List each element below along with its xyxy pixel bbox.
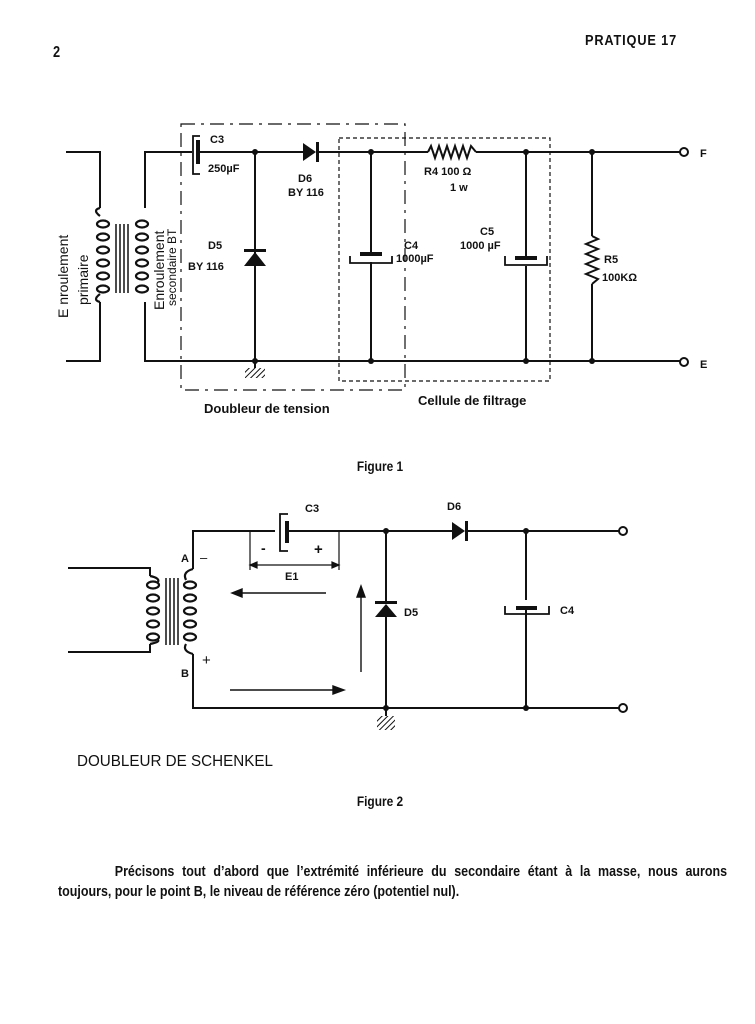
c3-name: C3 <box>210 134 224 146</box>
figure-2-c4-label: C4 <box>560 605 575 617</box>
current-arrows <box>230 583 366 695</box>
resistor-r4-icon <box>427 142 477 162</box>
secondary-winding-label-2: secondaire BT <box>165 228 179 306</box>
terminal-f-icon <box>679 147 689 157</box>
resistor-r5-icon <box>583 235 601 285</box>
terminal-e-label: E <box>700 359 707 371</box>
figure-2-d6-label: D6 <box>447 501 461 513</box>
primary-winding-label-2: primaire <box>75 254 91 305</box>
c3-minus-sign: - <box>261 540 266 556</box>
r4-label: R4 100 Ω <box>424 166 472 178</box>
diode-d5-icon <box>244 249 266 266</box>
figure-1-caption: Figure 1 <box>356 458 404 474</box>
filter-block-label: Cellule de filtrage <box>418 393 526 408</box>
r5-name: R5 <box>604 254 618 266</box>
running-head: PRATIQUE 17 <box>585 32 678 49</box>
c4-name: C4 <box>404 240 419 252</box>
c5-value: 1000 µF <box>460 240 501 252</box>
figure-2-caption: Figure 2 <box>356 793 404 809</box>
doubler-block-outline <box>180 123 406 391</box>
d6-name: D6 <box>298 173 312 185</box>
d6-value: BY 116 <box>288 187 324 199</box>
figure-1-wires <box>66 151 680 362</box>
figure-2-capacitor-c3-icon <box>279 513 289 552</box>
capacitor-c3-icon <box>192 135 200 175</box>
figure-2-title: DOUBLEUR DE SCHENKEL <box>77 753 273 770</box>
diode-d6-icon <box>303 142 319 162</box>
r5-value: 100KΩ <box>602 272 637 284</box>
terminal-e-icon <box>679 357 689 367</box>
point-b-sign: + <box>202 652 211 669</box>
d5-name: D5 <box>208 240 222 252</box>
secondary-winding-label-1: Enroulement <box>151 231 167 310</box>
c3-value: 250µF <box>208 163 240 175</box>
figure-2-ground-icon <box>377 716 395 730</box>
figure-2-output-top-terminal-icon <box>618 526 628 536</box>
filter-block-outline <box>338 137 551 382</box>
e1-label: E1 <box>285 571 298 583</box>
figure-2-core-icon <box>165 578 179 645</box>
e1-dimension-icon <box>248 531 341 570</box>
figure-2-junctions <box>383 528 529 711</box>
d5-value: BY 116 <box>188 261 224 273</box>
transformer-secondary-coil-icon <box>134 219 150 294</box>
point-a-sign: – <box>200 550 208 565</box>
primary-winding-label-1: E nroulement <box>55 235 71 318</box>
capacitor-c5-icon <box>504 256 548 266</box>
r4-power: 1 w <box>450 182 468 194</box>
ground-icon <box>245 368 265 378</box>
figure-2-diode-d6-icon <box>452 521 468 541</box>
body-paragraph: Précisons tout d’abord que l’extrémité i… <box>58 864 728 900</box>
figure-2-c3-label: C3 <box>305 503 319 515</box>
c3-plus-sign: + <box>314 541 323 558</box>
figure-2-transformer-icon <box>145 567 198 656</box>
c4-value: 1000µF <box>396 253 434 265</box>
point-b-label: B <box>181 668 189 680</box>
page-number: 2 <box>53 44 61 61</box>
capacitor-c4-icon <box>349 252 393 264</box>
c5-name: C5 <box>480 226 494 238</box>
figure-2-capacitor-c4-icon <box>504 606 550 615</box>
body-paragraph-container: Précisons tout d’abord que l’extrémité i… <box>58 862 727 902</box>
terminal-f-label: F <box>700 148 707 160</box>
figure-2-diode-d5-icon <box>375 601 397 617</box>
point-a-label: A <box>181 553 189 565</box>
doubler-block-label: Doubleur de tension <box>204 401 330 416</box>
figure-2-wires <box>68 530 620 716</box>
transformer-core-icon <box>115 224 129 293</box>
figure-2-d5-label: D5 <box>404 607 418 619</box>
transformer-primary-coil-icon <box>94 206 111 304</box>
figure-2-output-bottom-terminal-icon <box>618 703 628 713</box>
